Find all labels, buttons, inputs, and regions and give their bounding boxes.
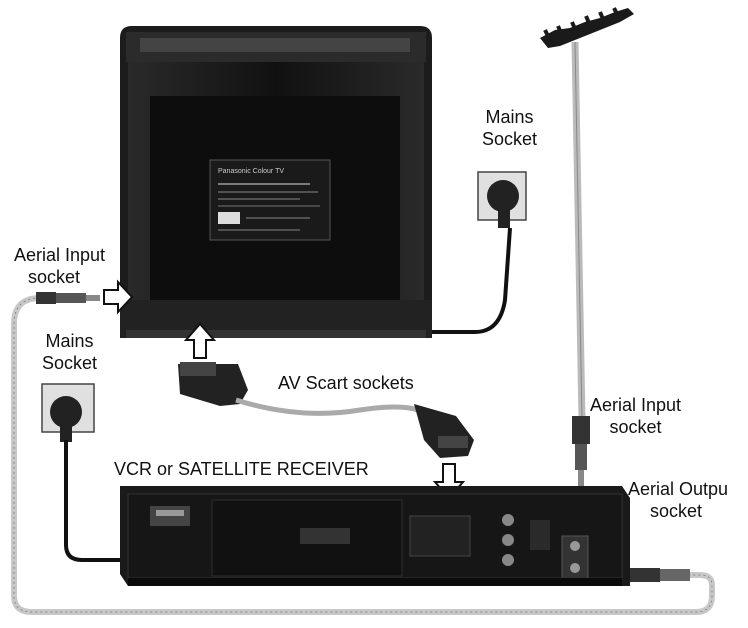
label-aerial-output: Aerial Outpu socket: [628, 479, 729, 521]
label-mains-socket-left: Mains Socket: [42, 331, 98, 373]
arrow-aerial-input-tv: [103, 279, 134, 315]
scart-plug-tv: [178, 362, 248, 406]
mains-socket-right: [477, 171, 527, 228]
label-av-scart: AV Scart sockets: [278, 373, 414, 393]
label-vcr-title: VCR or SATELLITE RECEIVER: [114, 459, 369, 479]
mains-socket-left: [41, 383, 95, 442]
scart-cable: [235, 397, 419, 416]
label-aerial-input-tv: Aerial Input socket: [14, 245, 106, 287]
aerial-plug-vcr-input: [572, 416, 590, 486]
arrow-scart-tv: [183, 322, 217, 359]
tv-plate-brand: Panasonic Colour TV: [218, 168, 284, 175]
vcr-power-cable: [64, 440, 150, 562]
aerial-plug-vcr-output: [622, 568, 690, 582]
tv-power-cable: [432, 227, 512, 334]
aerial-plug-tv: [36, 292, 100, 304]
tv-rating-plate: Panasonic Colour TV: [209, 159, 331, 241]
roof-aerial: [540, 7, 634, 421]
scart-plug-vcr: [414, 404, 474, 458]
vcr-unit: [120, 486, 630, 586]
label-mains-socket-top: Mains Socket: [482, 107, 538, 149]
label-aerial-input-vcr: Aerial Input socket: [590, 395, 682, 437]
